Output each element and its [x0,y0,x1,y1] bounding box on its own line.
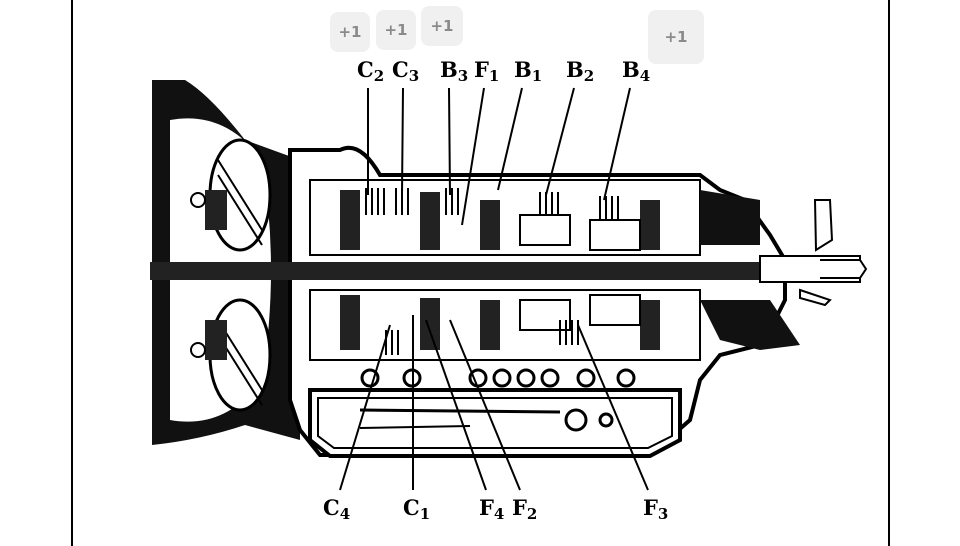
label-c3: C3 [392,57,420,85]
plus-one-text: +1 [664,28,688,46]
plus-one-text: +1 [338,23,362,41]
plus-one-text: +1 [430,17,454,35]
leader-lines-top [367,87,631,226]
plus-one-badge[interactable]: +1 [421,6,463,46]
label-b3: B3 [440,57,469,85]
label-f4: F4 [479,495,505,523]
plus-one-badge[interactable]: +1 [648,10,704,64]
plus-one-badge[interactable]: +1 [376,10,416,50]
label-f1: F1 [474,57,500,85]
label-f3: F3 [643,495,669,523]
label-c1: C1 [403,495,431,523]
label-f2: F2 [512,495,538,523]
leader-lines-bottom [339,315,649,491]
label-b2: B2 [566,57,595,85]
frame-border-right [888,0,890,546]
label-c2: C2 [357,57,385,85]
oil-pan [308,388,682,458]
plus-one-badge[interactable]: +1 [330,12,370,52]
plus-one-text: +1 [384,21,408,39]
label-b4: B4 [622,57,651,85]
frame-border-left [71,0,73,546]
label-b1: B1 [514,57,543,85]
label-c4: C4 [323,495,351,523]
main-shaft [150,262,770,280]
